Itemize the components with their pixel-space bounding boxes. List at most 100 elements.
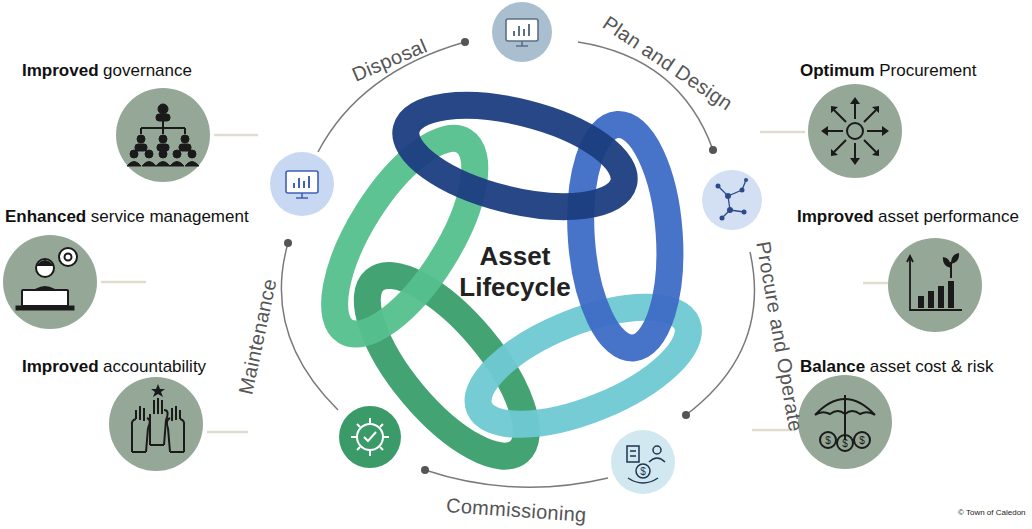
benefit-icon — [844, 395, 846, 440]
stage-icon — [653, 446, 661, 454]
benefit-icon — [907, 256, 962, 310]
benefit-icon — [132, 398, 184, 452]
benefit-text: governance — [103, 61, 192, 80]
benefit-icon — [907, 256, 913, 262]
benefit-keyword: Optimum — [800, 61, 875, 80]
ring-dot — [682, 411, 690, 419]
lifecycle-hub: Asset Lifecycle — [440, 241, 590, 303]
benefit-icon — [65, 254, 72, 261]
stage-label: Disposal — [348, 34, 430, 86]
stage-icon — [611, 430, 675, 494]
benefit-heading: Enhancedservice management — [5, 207, 249, 227]
benefit-icon — [918, 296, 924, 308]
benefit-text: service management — [91, 207, 249, 226]
hub-title: Asset Lifecycle — [440, 241, 590, 303]
stage-icon — [357, 424, 383, 450]
benefit-icon — [938, 286, 944, 308]
stage-icon — [351, 418, 389, 456]
benefit-node: Improvedgovernance — [116, 88, 210, 182]
benefit-icon — [36, 260, 54, 266]
stage-icon — [727, 207, 733, 213]
benefit-icon — [159, 150, 167, 158]
stage-icon — [725, 193, 731, 199]
benefit-node: Enhancedservice management — [3, 235, 97, 329]
benefit-icon: $$$ — [16, 97, 962, 452]
stage-icon — [516, 41, 528, 46]
benefit-heading: Improvedaccountability — [22, 357, 206, 377]
leader-line — [863, 282, 888, 285]
stage-icon — [702, 170, 762, 230]
stage-icon — [718, 180, 746, 218]
benefit-text: Procurement — [879, 61, 976, 80]
leader-line — [101, 132, 888, 432]
benefit-circle — [109, 377, 203, 471]
ring-dot — [461, 38, 469, 46]
leader-line — [207, 431, 248, 434]
benefit-icon — [127, 162, 199, 167]
stage-icon — [636, 464, 650, 478]
stage-icon — [720, 216, 725, 221]
stage-icon — [296, 193, 308, 198]
stage-icon — [270, 152, 334, 216]
stage-icon: $ — [270, 2, 762, 494]
benefit-heading: OptimumProcurement — [800, 61, 977, 81]
benefit-icon — [137, 135, 145, 143]
benefit-icon — [59, 248, 77, 266]
stage-icon — [649, 458, 665, 462]
stage-icon — [630, 451, 636, 456]
benefit-icon — [158, 104, 168, 114]
leader-line — [101, 281, 146, 284]
ribbon-loop — [396, 86, 635, 226]
benefit-keyword: Balance — [800, 357, 865, 376]
icon-glyph: $$$ — [825, 435, 865, 449]
benefit-icon — [151, 384, 165, 397]
benefit-circle — [798, 375, 892, 469]
benefit-heading: Improvedasset performance — [797, 207, 1019, 227]
benefit-circle — [3, 84, 982, 471]
benefit-text: accountability — [103, 357, 206, 376]
leader-line — [214, 134, 258, 137]
stage-label: Commissioning — [445, 494, 587, 527]
benefit-keyword: Improved — [22, 357, 99, 376]
icon-glyph: $ — [859, 435, 865, 446]
stage-label: Procure and Operate — [751, 239, 807, 433]
benefit-node: Improvedasset performance — [888, 238, 982, 332]
benefit-node: OptimumProcurement — [808, 84, 902, 178]
stage-icon — [740, 188, 745, 193]
stage-icon — [351, 418, 389, 456]
stage-icon — [716, 184, 721, 189]
benefit-icon — [22, 290, 68, 306]
benefit-icon — [132, 406, 150, 452]
stage-icon — [364, 432, 376, 441]
benefit-node: Balanceasset cost & risk — [798, 375, 892, 469]
benefit-icon — [854, 432, 870, 448]
benefit-heading: Improvedgovernance — [22, 61, 192, 81]
stage-icon — [286, 171, 318, 193]
leader-line — [760, 131, 805, 134]
stage-icon — [492, 2, 552, 62]
stage-label: Plan and Design — [598, 11, 736, 115]
benefit-icon — [36, 259, 54, 277]
benefit-icon — [948, 281, 954, 308]
ring-dot — [284, 239, 292, 247]
benefit-keyword: Improved — [22, 61, 99, 80]
stage-icon — [628, 478, 658, 483]
icon-glyph: $ — [640, 466, 646, 477]
benefit-icon — [181, 135, 189, 143]
benefit-text: asset performance — [878, 207, 1019, 226]
benefit-icon — [159, 135, 167, 143]
stage-icon — [506, 19, 538, 41]
benefit-circle — [116, 88, 210, 182]
benefit-icon — [141, 120, 185, 134]
benefit-icon — [928, 291, 934, 308]
icon-glyph: $ — [842, 438, 848, 449]
benefit-icon — [179, 144, 191, 151]
benefit-icon — [910, 258, 962, 310]
ring-dot — [709, 146, 717, 154]
benefit-icon — [173, 150, 181, 158]
ring-dot — [421, 466, 429, 474]
benefit-icon — [150, 398, 168, 445]
benefit-icon — [821, 97, 889, 165]
benefit-text: asset cost & risk — [870, 357, 994, 376]
benefit-heading: Balance asset cost & risk — [800, 357, 994, 377]
